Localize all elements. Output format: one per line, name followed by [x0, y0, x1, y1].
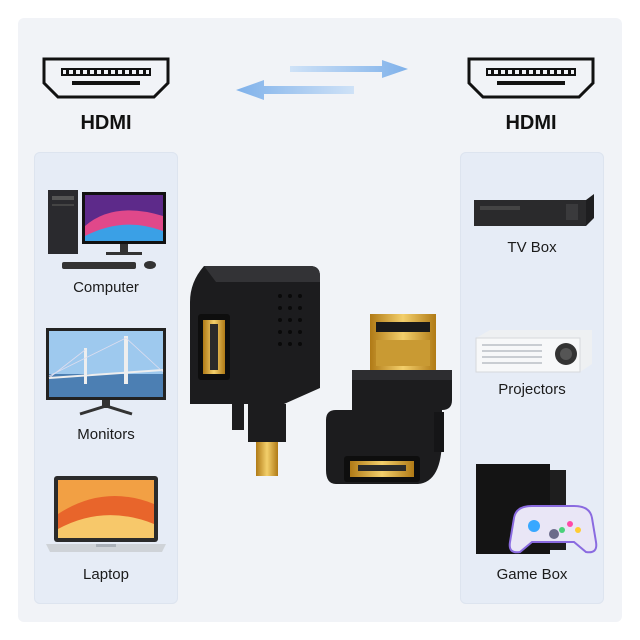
monitor-icon: [46, 328, 166, 416]
device-label: Game Box: [496, 566, 568, 583]
hdmi-right-angle-adapters-image: [190, 266, 452, 484]
device-label: Computer: [73, 279, 139, 296]
projector-icon: [475, 330, 592, 373]
device-label: Monitors: [77, 426, 135, 443]
device-label: TV Box: [507, 239, 557, 256]
right-hdmi-label: HDMI: [505, 112, 557, 134]
hdmi-port-outline-icon: [467, 57, 595, 99]
bidirectional-arrow-icon: [236, 60, 408, 100]
desktop-computer-icon: [48, 190, 166, 269]
left-hdmi-label: HDMI: [80, 112, 132, 134]
laptop-icon: [46, 476, 166, 552]
device-label: Projectors: [498, 381, 566, 398]
hdmi-port-outline-icon: [42, 57, 170, 99]
device-label: Laptop: [83, 566, 129, 583]
tv-box-icon: [474, 194, 594, 226]
game-console-icon: [476, 464, 598, 554]
